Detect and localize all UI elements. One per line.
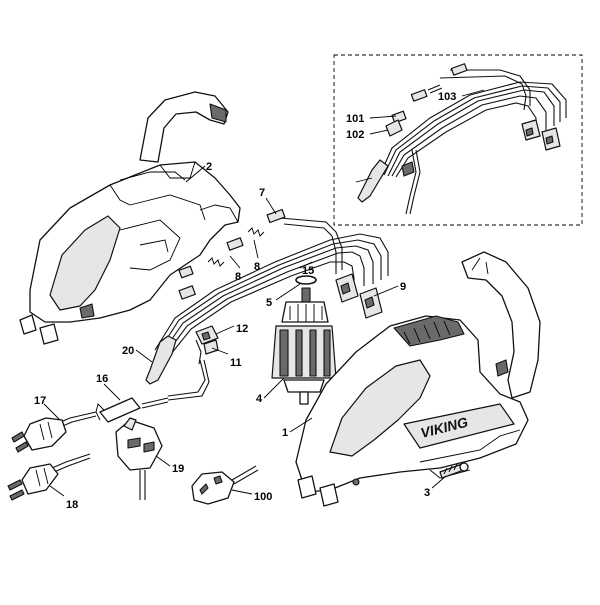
o-ring-14 <box>295 275 317 285</box>
callout-2: 2 <box>206 161 212 173</box>
cable-sleeve-15 <box>95 397 169 423</box>
terminal-plugs-9 <box>335 273 383 319</box>
inset-small-connector <box>401 161 415 177</box>
inset-part-101 <box>385 119 403 137</box>
callout-8-upper: 8 <box>254 261 260 273</box>
inset-connector-103 <box>357 159 389 203</box>
uk-plug-18 <box>115 417 163 500</box>
leader-lines <box>43 89 485 497</box>
cord-connector-20 <box>145 335 177 385</box>
inset-frame <box>333 54 583 226</box>
euro-plug-16 <box>11 411 97 453</box>
inset-variant-wiring <box>333 54 583 226</box>
inset-carbon-brushes <box>410 63 468 102</box>
callout-18: 19 <box>172 463 184 475</box>
callout-labels: 2 7 8 8 15 5 9 12 11 20 16 4 1 3 17 18 1… <box>34 91 456 511</box>
callout-17: 18 <box>66 499 78 511</box>
callout-8-lower: 8 <box>235 271 241 283</box>
callout-5: 5 <box>266 297 272 309</box>
callout-3: 3 <box>424 487 430 499</box>
callout-100: 101 <box>346 113 364 125</box>
connector-11-12 <box>195 325 219 355</box>
callout-19: 100 <box>254 491 272 503</box>
callout-14: 15 <box>302 265 314 277</box>
au-plug-19 <box>191 465 259 505</box>
inset-terminal-plugs <box>521 119 561 151</box>
callout-11: 11 <box>230 357 242 369</box>
armature-4 <box>271 287 337 405</box>
screw-3 <box>439 462 469 479</box>
callout-9: 9 <box>400 281 406 293</box>
main-wire-harness <box>154 217 389 401</box>
callout-1: 1 <box>282 427 288 439</box>
callout-102: 103 <box>438 91 456 103</box>
callout-12: 12 <box>236 323 248 335</box>
housing-half-2 <box>19 91 241 345</box>
callout-15: 16 <box>96 373 108 385</box>
callout-101: 102 <box>346 129 364 141</box>
euro-plug-17 <box>7 453 91 501</box>
inset-part-100 <box>391 110 407 124</box>
inset-wire-harness <box>379 69 567 215</box>
callout-20: 20 <box>122 345 134 357</box>
callout-16: 17 <box>34 395 46 407</box>
housing-half-1: VIKING <box>295 251 541 507</box>
callout-4: 4 <box>256 393 263 405</box>
callout-7: 7 <box>259 187 265 199</box>
